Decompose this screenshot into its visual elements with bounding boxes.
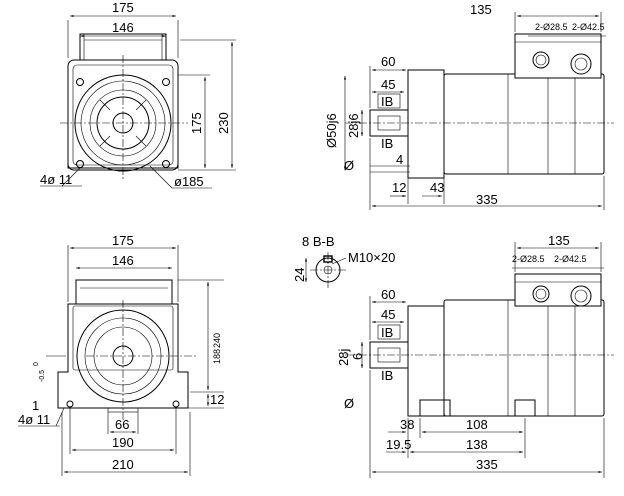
top-front-width-outer: 175 bbox=[112, 0, 134, 15]
bottom-side-len-138: 138 bbox=[466, 437, 488, 452]
section-thread: M10×20 bbox=[348, 250, 395, 265]
bottom-side-ib-top: IB bbox=[381, 325, 393, 340]
bottom-side-key: 6 bbox=[350, 353, 365, 360]
bottom-side-holes-a: 2-Ø28.5 bbox=[512, 254, 545, 264]
section-bb-view: 8 B-B 24 M10×20 bbox=[292, 234, 395, 288]
bottom-front-width-outer: 175 bbox=[112, 233, 134, 248]
bottom-front-one: 1 bbox=[32, 398, 39, 413]
bottom-side-holes-b: 2-Ø42.5 bbox=[554, 254, 587, 264]
bottom-front-view: 175 146 188 240 12 -0.5 0 1 4ø 11 66 190… bbox=[18, 233, 224, 476]
top-side-pilot: Ø50j6 bbox=[324, 113, 339, 148]
top-side-len-60: 60 bbox=[381, 54, 395, 69]
bottom-side-len-108: 108 bbox=[466, 417, 488, 432]
top-front-holes: 4ø 11 bbox=[40, 172, 72, 187]
bottom-front-width-inner: 146 bbox=[112, 253, 134, 268]
section-depth: 24 bbox=[292, 268, 307, 282]
top-front-pcd: ø185 bbox=[174, 174, 204, 189]
bottom-side-len-60: 60 bbox=[381, 287, 395, 302]
bottom-side-len-total: 335 bbox=[476, 457, 498, 472]
top-side-len-43: 43 bbox=[430, 180, 444, 195]
top-side-holes-b: 2-Ø42.5 bbox=[572, 22, 605, 32]
bottom-side-len-19-5: 19.5 bbox=[386, 437, 411, 452]
bottom-side-len-38: 38 bbox=[400, 417, 414, 432]
bottom-side-len-45: 45 bbox=[381, 307, 395, 322]
top-side-ib-top: IB bbox=[381, 94, 393, 109]
top-front-height-b: 230 bbox=[216, 112, 231, 134]
bottom-front-holes: 4ø 11 bbox=[18, 412, 50, 427]
bottom-side-shaft: 28j bbox=[336, 349, 351, 366]
top-side-holes-a: 2-Ø28.5 bbox=[535, 22, 568, 32]
bottom-side-ib-bottom: IB bbox=[381, 368, 393, 383]
bottom-front-base-width: 210 bbox=[112, 457, 134, 472]
bottom-front-foot-h: 12 bbox=[210, 392, 224, 407]
top-side-len-45: 45 bbox=[381, 77, 395, 92]
bottom-side-box-width: 135 bbox=[548, 233, 570, 248]
bottom-front-tol-zero: 0 bbox=[33, 362, 40, 366]
top-front-view: 175 146 175 230 4ø 11 ø185 bbox=[40, 0, 236, 189]
top-side-view: 135 2-Ø28.5 2-Ø42.5 60 45 IB IB Ø50j6 28… bbox=[324, 2, 614, 210]
top-front-height-a: 175 bbox=[189, 112, 204, 134]
bottom-front-foot-center: 66 bbox=[115, 417, 129, 432]
bottom-side-view: 135 2-Ø28.5 2-Ø42.5 60 45 IB IB 28j 6 Ø … bbox=[336, 233, 614, 478]
bottom-front-foot-span: 190 bbox=[112, 435, 134, 450]
top-side-phi: Ø bbox=[344, 158, 354, 173]
top-side-len-total: 335 bbox=[476, 192, 498, 207]
top-side-box-width: 135 bbox=[470, 2, 492, 17]
top-side-len-12: 12 bbox=[392, 180, 406, 195]
top-side-slot: 4 bbox=[396, 152, 403, 167]
section-label: 8 B-B bbox=[302, 234, 335, 249]
top-side-shaft: 28j6 bbox=[346, 113, 361, 138]
bottom-front-height-a: 188 bbox=[212, 349, 222, 364]
bottom-front-tol: -0.5 bbox=[39, 370, 46, 382]
bottom-front-height-b: 240 bbox=[212, 333, 222, 348]
top-front-width-inner: 146 bbox=[112, 20, 134, 35]
bottom-side-phi: Ø bbox=[344, 396, 354, 411]
top-side-ib-bottom: IB bbox=[381, 136, 393, 151]
